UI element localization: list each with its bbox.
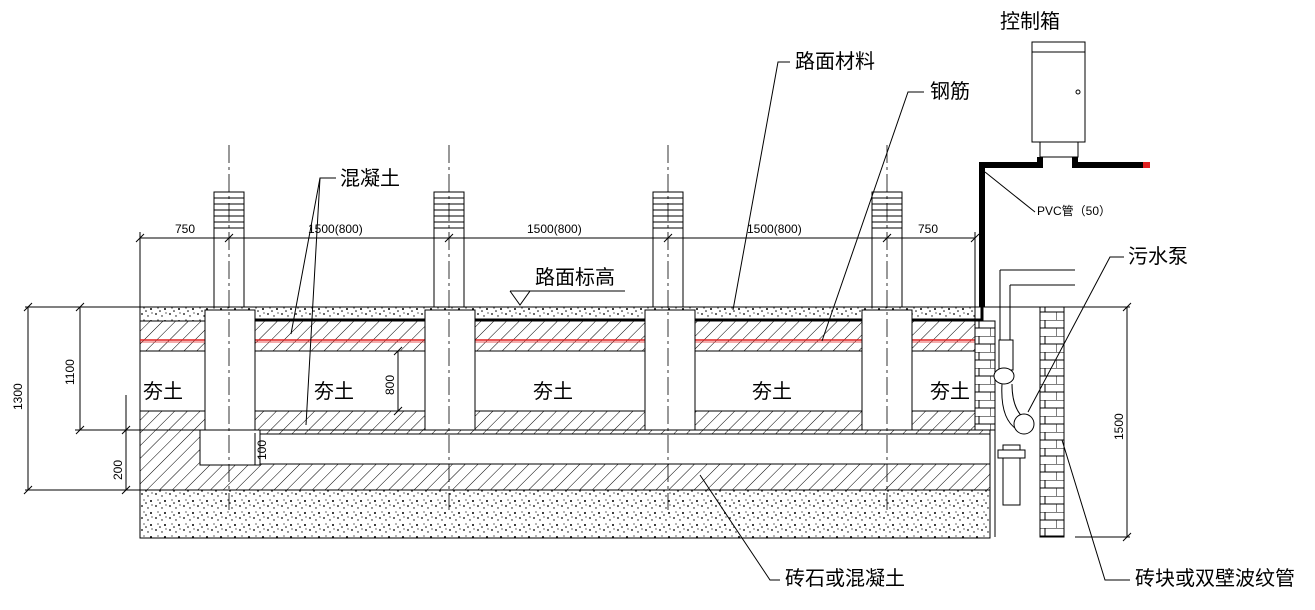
concrete-top-layer xyxy=(139,320,976,352)
base-gravel-layer xyxy=(139,489,991,539)
left-dimensions xyxy=(23,302,403,495)
dim-span-3: 1500(800) xyxy=(747,222,802,236)
brick-concrete-label: 砖石或混凝土 xyxy=(785,566,905,590)
well-left-wall xyxy=(974,320,996,431)
dim-span-2: 1500(800) xyxy=(527,222,582,236)
top-dimension xyxy=(135,232,980,307)
dim-750-left: 750 xyxy=(175,222,195,236)
rammed-earth-5: 夯土 xyxy=(930,379,970,403)
concrete-label: 混凝土 xyxy=(340,166,400,190)
bollards xyxy=(213,191,903,308)
dim-1300: 1300 xyxy=(11,383,25,410)
road-material-label: 路面材料 xyxy=(795,49,875,73)
road-elevation-marker xyxy=(509,290,625,306)
dim-100: 100 xyxy=(255,440,269,460)
well-right-wall xyxy=(1039,306,1065,538)
rammed-earth-3: 夯土 xyxy=(533,379,573,403)
rammed-earth-4: 夯土 xyxy=(752,379,792,403)
dim-1100: 1100 xyxy=(63,359,77,385)
sewage-pump-label: 污水泵 xyxy=(1128,244,1188,268)
dim-750-right: 750 xyxy=(918,222,938,236)
sewage-pump xyxy=(993,339,1035,506)
rammed-earth-1: 夯土 xyxy=(143,379,183,403)
dim-span-1: 1500(800) xyxy=(308,222,363,236)
control-box-label: 控制箱 xyxy=(1000,9,1060,33)
rammed-earth-2: 夯土 xyxy=(314,379,354,403)
brick-corrugated-label: 砖块或双壁波纹管 xyxy=(1135,566,1295,590)
drain-channel xyxy=(199,433,991,465)
pvc-pipe-label: PVC管（50） xyxy=(1037,203,1111,218)
rebar-label: 钢筋 xyxy=(930,79,970,103)
road-elevation-label: 路面标高 xyxy=(535,265,615,289)
pvc-pipe xyxy=(979,157,1043,307)
dim-200: 200 xyxy=(111,460,125,480)
dim-1500: 1500 xyxy=(1112,413,1126,440)
rammed-earth-zone xyxy=(139,350,976,412)
dim-800: 800 xyxy=(383,375,397,395)
control-box xyxy=(1031,41,1086,143)
concrete-bottom-layer xyxy=(139,410,976,431)
